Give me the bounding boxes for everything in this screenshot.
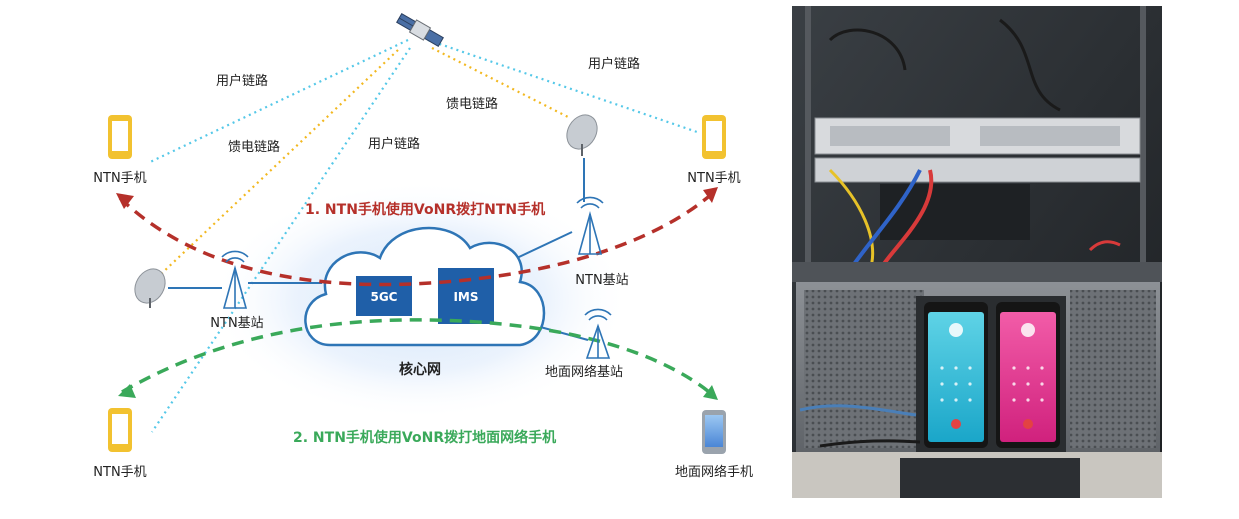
scenario-1-arc xyxy=(118,190,716,287)
satellite-icon xyxy=(396,12,444,48)
ground-phone-icon xyxy=(702,410,726,454)
ground-phone-label: 地面网络手机 xyxy=(675,464,753,480)
tower-icon-ntn-left xyxy=(221,250,249,309)
scenario-2-arc xyxy=(121,318,716,398)
ntn-phone-bottom-left-label: NTN手机 xyxy=(93,465,146,480)
scenario-2-arrow-left xyxy=(118,384,136,398)
ntn-phone-top-right-label: NTN手机 xyxy=(687,171,740,186)
scenario-1-arrow-left xyxy=(116,193,134,209)
feeder-link-sat-to-left-dish xyxy=(159,49,399,276)
phone-icon-bottom-left xyxy=(108,408,132,452)
scenario-2-arrow-right xyxy=(703,385,718,400)
user-link-label-1: 用户链路 xyxy=(216,73,268,89)
ntn-diagram: 5GC IMS 核心网 1. NTN手机使用VoNR拨打NTN手机 2. NTN… xyxy=(93,12,753,480)
tower-icon-ground xyxy=(584,308,612,359)
user-link-label-3: 用户链路 xyxy=(588,56,640,72)
phone-icon-top-left xyxy=(108,115,132,159)
scenario-2-label: 2. NTN手机使用VoNR拨打地面网络手机 xyxy=(293,429,556,446)
tower-icon-ntn-right xyxy=(576,196,604,255)
user-links xyxy=(147,38,701,433)
feeder-link-label-2: 馈电链路 xyxy=(446,96,498,112)
feeder-link-label-1: 馈电链路 xyxy=(228,139,280,155)
core-network-label: 核心网 xyxy=(399,361,441,378)
ntn-base-right-label: NTN基站 xyxy=(575,273,628,288)
scenario-1-arrow-right xyxy=(703,187,718,203)
ntn-base-left-label: NTN基站 xyxy=(210,316,263,331)
dish-icon-right xyxy=(566,114,598,156)
feeder-link-sat-to-right-dish xyxy=(431,47,571,119)
ntn-phone-top-left-label: NTN手机 xyxy=(93,171,146,186)
equipment-photo xyxy=(792,6,1162,498)
ground-base-label: 地面网络基站 xyxy=(545,364,623,380)
user-link-sat-to-phone-bottom-left xyxy=(151,47,411,433)
feeder-links xyxy=(159,47,571,276)
phone-icon-top-right xyxy=(702,115,726,159)
dish-icon-left xyxy=(134,268,166,308)
core-box-5gc-label: 5GC xyxy=(370,290,397,304)
core-box-ims-label: IMS xyxy=(453,290,478,304)
user-link-label-2: 用户链路 xyxy=(368,136,420,152)
user-link-sat-to-phone-top-right xyxy=(427,38,701,135)
scenario-1-label: 1. NTN手机使用VoNR拨打NTN手机 xyxy=(305,201,545,218)
